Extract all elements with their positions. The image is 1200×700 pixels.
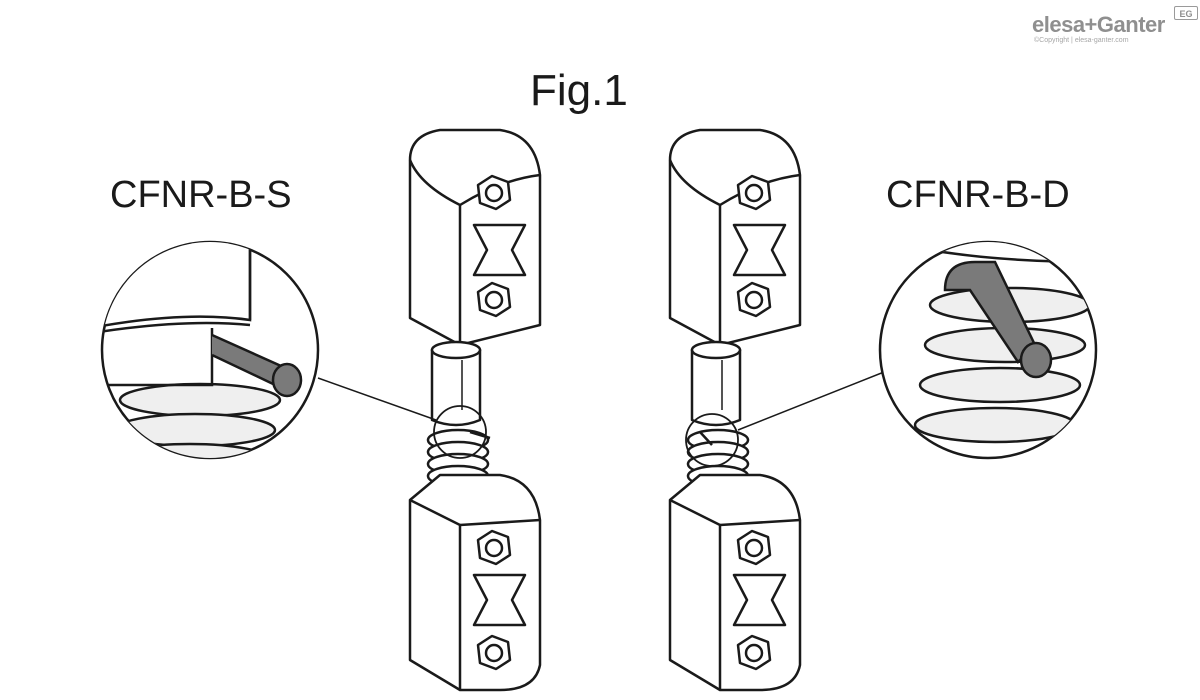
detail-circle-left xyxy=(100,240,320,460)
hinge-left-upper-leaf xyxy=(408,128,542,347)
hinge-right-upper-leaf xyxy=(668,128,802,347)
brand-badge: EG xyxy=(1174,6,1198,20)
figure-title: Fig.1 xyxy=(530,66,628,115)
leader-line-left xyxy=(317,377,437,421)
hinge-left xyxy=(408,128,542,692)
leader-line-right xyxy=(737,371,885,431)
brand-copyright: ©Copyright | elesa-ganter.com xyxy=(1034,37,1129,44)
detail-circle-right xyxy=(878,240,1098,460)
hinge-right-shaft xyxy=(690,340,742,427)
variant-label-left: CFNR-B-S xyxy=(110,174,292,216)
hinge-right-lower-leaf xyxy=(668,473,802,692)
hinge-right xyxy=(668,128,802,692)
brand-logo: elesa+Ganter EG ©Copyright | elesa-gante… xyxy=(1032,6,1198,46)
hinge-right-detail-ring xyxy=(685,413,739,467)
variant-label-right: CFNR-B-D xyxy=(886,174,1070,216)
hinge-left-lower-leaf xyxy=(408,473,542,692)
brand-name: elesa+Ganter xyxy=(1032,12,1165,37)
hinge-left-detail-ring xyxy=(433,405,487,459)
hinge-left-shaft xyxy=(430,340,482,427)
